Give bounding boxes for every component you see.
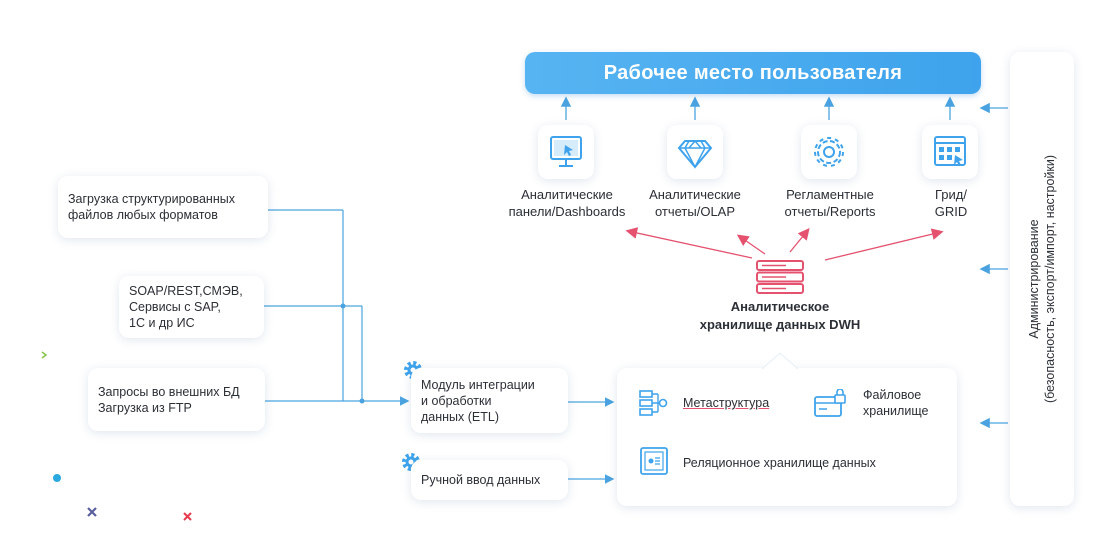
storage-notch (762, 352, 798, 370)
reports-label: Регламентные отчеты/Reports (760, 186, 900, 220)
file-storage-label: Файловое хранилище (863, 387, 928, 419)
relational-db-icon (640, 447, 668, 475)
source-connectors (264, 209, 410, 406)
etl-line1: Модуль интеграции (421, 377, 535, 392)
olap-label: Аналитические отчеты/OLAP (625, 186, 765, 220)
source-external-db-ftp-line2: Загрузка из FTP (98, 400, 192, 415)
diamond-icon (677, 140, 713, 169)
reports-tool-card[interactable] (801, 125, 857, 179)
source-external-db-ftp-line1: Запросы во внешних БД (98, 384, 240, 399)
administration-text: Администрирование (безопасность, экспорт… (1026, 155, 1058, 403)
reports-label-line1: Регламентные (786, 187, 874, 202)
reports-label-line2: отчеты/Reports (784, 204, 876, 219)
grid-tool-card[interactable] (922, 125, 978, 179)
tool-to-header-arrows (560, 96, 956, 120)
administration-panel[interactable]: Администрирование (безопасность, экспорт… (1010, 52, 1074, 506)
relational-storage-label: Реляционное хранилище данных (683, 456, 876, 470)
grid-icon (934, 136, 966, 166)
server-icon (756, 260, 804, 294)
user-workspace-header: Рабочее место пользователя (525, 52, 981, 94)
dwh-title-line1: Аналитическое (730, 299, 830, 314)
etl-module[interactable]: Модуль интеграции и обработки данных (ET… (411, 368, 568, 433)
administration-subtitle: (безопасность, экспорт/импорт, настройки… (1043, 154, 1057, 404)
decorative-specks (41, 351, 192, 521)
grid-label-line1: Грид/ (935, 187, 967, 202)
storage-container (617, 368, 957, 506)
file-storage-label-line2: хранилище (863, 404, 929, 418)
olap-label-line2: отчеты/OLAP (654, 204, 736, 219)
dwh-arrows (625, 227, 944, 261)
etl-line3: данных (ETL) (421, 409, 500, 424)
etl-line2: и обработки (421, 393, 492, 408)
source-structured-files-line1: Загрузка структурированных (68, 192, 235, 206)
file-storage-label-line1: Файловое (863, 388, 922, 402)
source-web-services-line3: 1С и др ИС (129, 316, 195, 330)
dwh-title: Аналитическое хранилище данных DWH (660, 298, 900, 334)
metastructure-icon (639, 390, 668, 416)
metastructure-label: Метаструктура (683, 396, 770, 410)
dashboards-tool-card[interactable] (538, 125, 594, 179)
dashboard-monitor-icon (550, 136, 582, 167)
gear-icon (814, 137, 844, 167)
dashboards-label-line1: Аналитические (521, 187, 613, 202)
admin-arrows (979, 102, 1008, 429)
source-external-db-ftp[interactable]: Запросы во внешних БД Загрузка из FTP (88, 368, 265, 431)
etl-to-storage-arrows (568, 397, 615, 484)
source-web-services-line1: SOAP/REST,СМЭВ, (129, 284, 243, 298)
olap-label-line1: Аналитические (649, 187, 741, 202)
source-web-services[interactable]: SOAP/REST,СМЭВ, Сервисы с SAP, 1С и др И… (119, 276, 264, 338)
dashboards-label-line2: панели/Dashboards (508, 204, 626, 219)
source-structured-files[interactable]: Загрузка структурированных файлов любых … (58, 176, 268, 238)
administration-title: Администрирование (1027, 219, 1041, 339)
source-web-services-line2: Сервисы с SAP, (129, 300, 221, 314)
manual-input-label: Ручной ввод данных (421, 473, 541, 487)
source-structured-files-line2: файлов любых форматов (68, 208, 218, 222)
dwh-title-line2: хранилище данных DWH (699, 317, 861, 332)
file-storage-icon (814, 389, 846, 417)
grid-label: Грид/ GRID (881, 186, 1021, 220)
olap-tool-card[interactable] (667, 125, 723, 179)
header-title: Рабочее место пользователя (603, 61, 903, 84)
junction-dots (340, 303, 365, 404)
dashboards-label: Аналитические панели/Dashboards (497, 186, 637, 220)
manual-input[interactable]: Ручной ввод данных (411, 460, 568, 500)
grid-label-line2: GRID (934, 204, 968, 219)
